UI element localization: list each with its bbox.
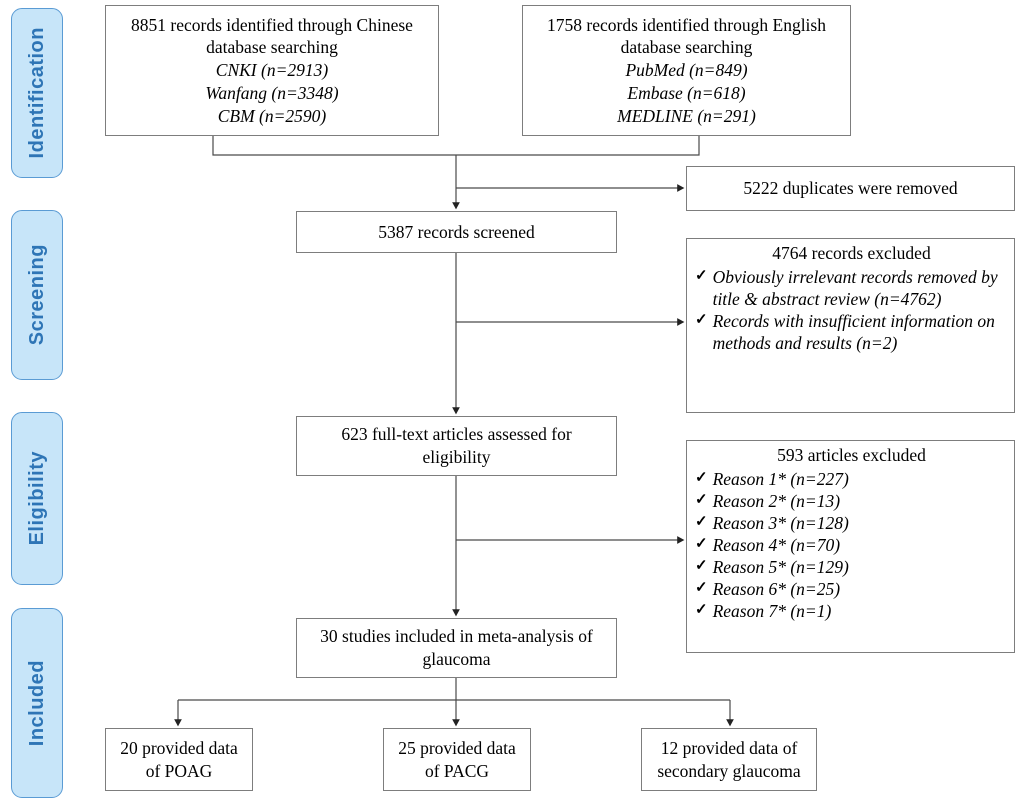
stage-label-identification: Identification [25,27,48,159]
box-records-excluded-screening: 4764 records excluded ✓ Obviously irrele… [686,238,1015,413]
studies-included-line-2: glaucoma [422,649,491,669]
stage-pill-identification: Identification [11,8,63,178]
check-icon: ✓ [695,267,708,284]
articles-excluded-reason-3: Reason 3* (n=128) [712,512,849,533]
chinese-source-cnki: CNKI (n=2913) [215,60,329,81]
box-pacg-data: 25 provided data of PACG [383,728,531,791]
english-records-line-1: 1758 records identified through English [547,14,826,35]
stage-pill-screening: Screening [11,210,63,380]
chinese-source-cbm: CBM (n=2590) [217,105,327,126]
english-source-pubmed: PubMed (n=849) [625,60,748,81]
records-excluded-heading: 4764 records excluded [772,243,931,263]
box-secondary-glaucoma-data: 12 provided data of secondary glaucoma [641,728,817,791]
box-poag-data: 20 provided data of POAG [105,728,253,791]
list-item: ✓ Reason 3* (n=128) [695,512,1008,534]
check-icon: ✓ [695,513,708,530]
articles-excluded-reason-4: Reason 4* (n=70) [712,535,841,556]
list-item: ✓ Records with insufficient information … [695,310,1008,354]
stage-label-included: Included [25,659,48,747]
box-chinese-database-records: 8851 records identified through Chinese … [105,5,439,136]
poag-line-1: 20 provided data [120,737,238,758]
check-icon: ✓ [695,602,708,619]
poag-line-2: of POAG [145,760,213,781]
check-icon: ✓ [695,311,708,328]
articles-excluded-reason-7: Reason 7* (n=1) [712,601,832,622]
articles-excluded-reason-2: Reason 2* (n=13) [712,490,841,511]
stage-label-eligibility: Eligibility [25,451,48,546]
articles-excluded-reason-5: Reason 5* (n=129) [712,557,849,578]
records-excluded-reason-1: Obviously irrelevant records removed by … [712,266,998,309]
records-excluded-reason-list: ✓ Obviously irrelevant records removed b… [695,266,1008,354]
list-item: ✓ Reason 5* (n=129) [695,556,1008,578]
chinese-records-line-1: 8851 records identified through Chinese [131,14,413,35]
secondary-line-2: secondary glaucoma [657,760,801,781]
check-icon: ✓ [695,580,708,597]
fulltext-assessed-line-1: 623 full-text articles assessed for [341,424,572,445]
check-icon: ✓ [695,469,708,486]
check-icon: ✓ [695,491,708,508]
articles-excluded-heading: 593 articles excluded [777,445,926,465]
chinese-records-line-2: database searching [206,37,338,58]
box-records-screened: 5387 records screened [296,211,617,253]
english-source-medline: MEDLINE (n=291) [617,105,756,126]
list-item: ✓ Reason 4* (n=70) [695,534,1008,556]
english-records-line-2: database searching [620,37,753,58]
pacg-line-1: 25 provided data [398,737,516,758]
stage-pill-eligibility: Eligibility [11,412,63,585]
articles-excluded-reason-6: Reason 6* (n=25) [712,579,841,600]
list-item: ✓ Obviously irrelevant records removed b… [695,266,1008,310]
stage-label-screening: Screening [25,244,48,346]
duplicates-removed-text: 5222 duplicates were removed [743,178,958,199]
articles-excluded-reason-1: Reason 1* (n=227) [712,468,849,489]
records-excluded-reason-2: Records with insufficient information on… [712,310,995,354]
pacg-line-2: of PACG [424,760,490,781]
list-item: ✓ Reason 6* (n=25) [695,578,1008,600]
fulltext-assessed-line-2: eligibility [422,447,491,467]
secondary-line-1: 12 provided data of [660,737,798,758]
records-screened-text: 5387 records screened [378,221,535,242]
list-item: ✓ Reason 7* (n=1) [695,600,1008,622]
chinese-source-wanfang: Wanfang (n=3348) [205,82,339,103]
list-item: ✓ Reason 1* (n=227) [695,468,1008,490]
articles-excluded-reason-list: ✓ Reason 1* (n=227) ✓ Reason 2* (n=13) ✓… [695,468,1008,622]
box-articles-excluded-eligibility: 593 articles excluded ✓ Reason 1* (n=227… [686,440,1015,653]
check-icon: ✓ [695,558,708,575]
check-icon: ✓ [695,536,708,553]
english-source-embase: Embase (n=618) [627,82,746,103]
box-studies-included: 30 studies included in meta-analysis of … [296,618,617,678]
list-item: ✓ Reason 2* (n=13) [695,490,1008,512]
box-duplicates-removed: 5222 duplicates were removed [686,166,1015,211]
box-fulltext-assessed: 623 full-text articles assessed for elig… [296,416,617,476]
studies-included-line-1: 30 studies included in meta-analysis of [320,626,593,647]
box-english-database-records: 1758 records identified through English … [522,5,851,136]
stage-pill-included: Included [11,608,63,798]
